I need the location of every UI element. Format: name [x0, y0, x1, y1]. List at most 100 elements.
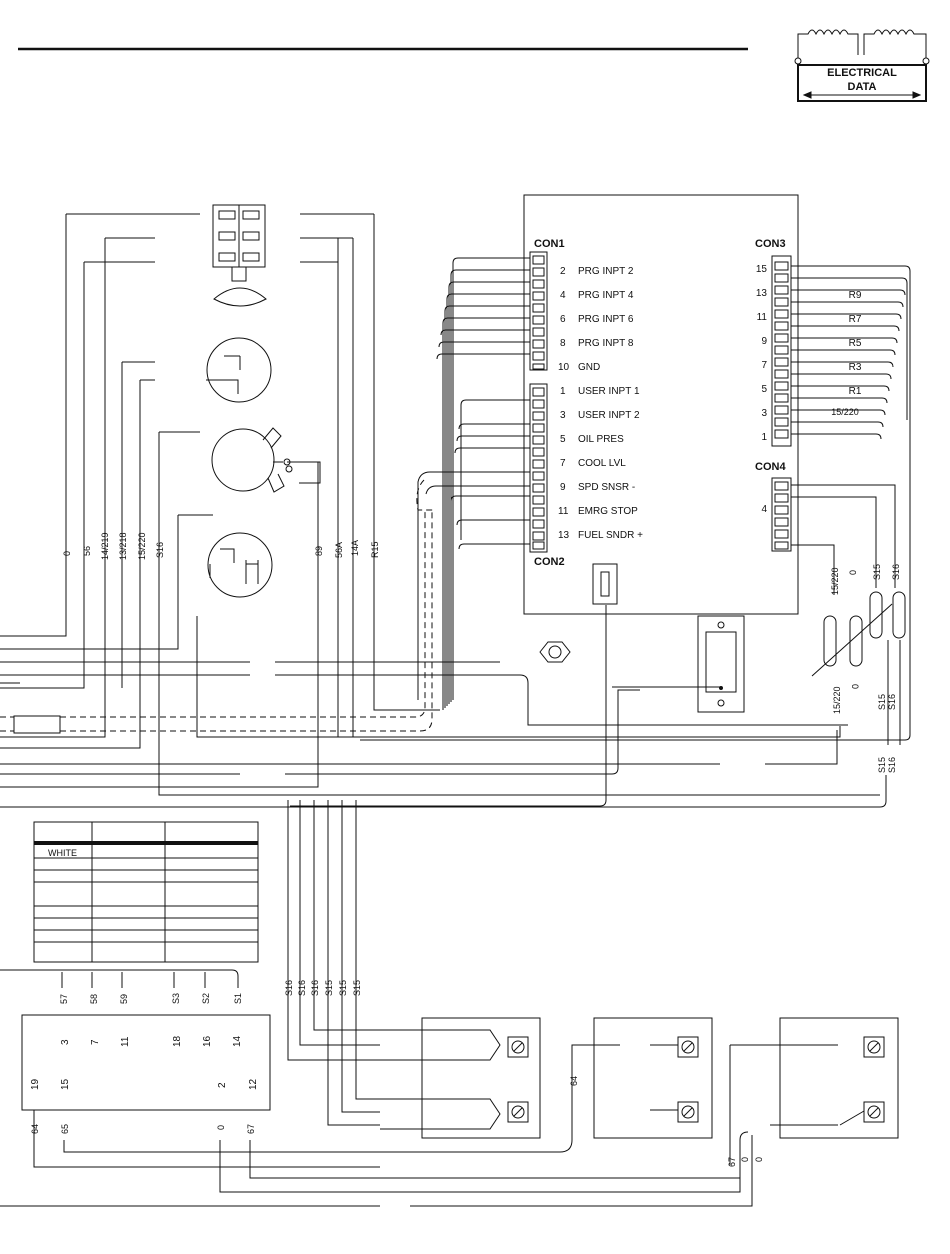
harness-wire-label: 13/218	[118, 532, 128, 560]
con2-pin-num: 9	[560, 482, 566, 493]
con3-wire-label: R1	[849, 386, 862, 397]
switch-block	[212, 204, 267, 307]
con2-pin-label: COOL LVL	[578, 458, 626, 469]
con4-title: CON4	[755, 461, 786, 473]
con2-pin-num: 7	[560, 458, 566, 469]
relay-wire-label: 0	[754, 1157, 764, 1162]
con3-pin-num: 15	[756, 264, 768, 275]
tb-top-wire: 59	[119, 994, 129, 1004]
con3-pin-num: 5	[761, 384, 767, 395]
con3-pin-num: 1	[761, 432, 767, 443]
con3-pin-num: 11	[757, 312, 768, 323]
tb-term-num: 11	[120, 1036, 131, 1047]
con4-connector	[771, 477, 792, 552]
con2-title: CON2	[534, 556, 565, 568]
tb-term-num: 7	[90, 1039, 101, 1045]
con2-connector	[529, 383, 548, 553]
con1-pin-label: PRG INPT 8	[578, 338, 634, 349]
tb-term-num: 2	[217, 1082, 228, 1088]
con2-pin-num: 3	[560, 410, 566, 421]
tb-term-num: 15	[60, 1078, 71, 1090]
harness-wire-label: 14A	[350, 540, 360, 556]
wire-color-table	[33, 821, 259, 963]
con3-wire-label: 15/220	[831, 407, 859, 417]
bundle-wire-label: S15	[338, 980, 348, 996]
tb-top-wire: 57	[59, 994, 69, 1004]
con3-wire-label: R5	[849, 338, 862, 349]
terminal-block-board	[0, 969, 753, 1207]
con1-pin-label: PRG INPT 4	[578, 290, 634, 301]
harness-wire-label: 15/220	[137, 532, 147, 560]
inline-fuse	[13, 715, 61, 734]
harness-vertical-wires	[0, 213, 880, 796]
con1-pin-num: 4	[560, 290, 566, 301]
con2-pin-label: USER INPT 1	[578, 386, 640, 397]
tb-top-wire: 58	[89, 994, 99, 1004]
con3-pin-num: 9	[761, 336, 767, 347]
relay-1	[380, 1017, 541, 1139]
tb-bottom-wire: 67	[246, 1124, 256, 1134]
harness-wire-label: 89	[314, 546, 324, 556]
tb-top-wire: S3	[171, 993, 181, 1004]
tb-term-num: 19	[30, 1078, 41, 1090]
logo-line2: DATA	[848, 81, 877, 93]
tb-term-num: 12	[248, 1078, 259, 1090]
bundle-wire-label: S16	[284, 980, 294, 996]
color-table-cell: WHITE	[48, 848, 77, 858]
con1-pin-num: 6	[560, 314, 566, 325]
con3-sockets	[774, 261, 789, 439]
con2-sockets	[532, 387, 545, 550]
right-wire-label: 15/220	[830, 567, 840, 595]
con4-sockets	[774, 481, 789, 550]
controller-board	[523, 194, 799, 615]
con3-title: CON3	[755, 238, 786, 250]
con3-wire-label: R9	[849, 290, 862, 301]
con2-fan-wires	[417, 399, 530, 700]
con1-pin-label: GND	[578, 362, 600, 373]
harness-wire-label: 56A	[334, 542, 344, 558]
con3-pin-num: 3	[761, 408, 767, 419]
tb-term-num: 14	[232, 1035, 243, 1047]
con3-fan-wires	[360, 265, 911, 741]
con2-pin-label: USER INPT 2	[578, 410, 640, 421]
con3-pin-num: 13	[756, 288, 768, 299]
con1-title: CON1	[534, 238, 565, 250]
oil-pressure-sender	[211, 427, 321, 493]
right-wire-label: S15	[877, 694, 887, 710]
con1-sockets	[532, 255, 545, 370]
ground-stud	[539, 641, 571, 663]
con2-pin-label: FUEL SNDR +	[578, 530, 643, 541]
tb-bottom-wire: 0	[216, 1125, 226, 1130]
con1-pin-num: 10	[558, 362, 570, 373]
con2-pin-num: 1	[560, 386, 566, 397]
con1-pin-label: PRG INPT 6	[578, 314, 634, 325]
harness-wire-label: 14/219	[100, 532, 110, 560]
con2-pin-label: OIL PRES	[578, 434, 624, 445]
bundle-wire-label: S15	[324, 980, 334, 996]
con2-pin-label: SPD SNSR -	[578, 482, 635, 493]
con2-pin-num: 5	[560, 434, 566, 445]
tb-top-wire: S1	[233, 993, 243, 1004]
con2-pin-num: 11	[558, 506, 569, 517]
right-wire-label: S15	[877, 757, 887, 773]
tb-term-num: 18	[172, 1035, 183, 1047]
harness-wire-label: R15	[370, 541, 380, 558]
logo-line1: ELECTRICAL	[827, 67, 897, 79]
right-wire-label: 0	[850, 684, 860, 689]
relay-wire-label: 64	[569, 1076, 579, 1086]
shielded-cable	[0, 479, 434, 732]
tb-top-wire: S2	[201, 993, 211, 1004]
con3-pin-num: 7	[761, 360, 767, 371]
con1-connector	[529, 251, 548, 371]
bundle-wire-label: S16	[310, 980, 320, 996]
con4-wires	[791, 484, 896, 595]
con3-wire-label: R3	[849, 362, 862, 373]
relay-3	[729, 1017, 899, 1165]
tb-term-num: 3	[60, 1039, 71, 1045]
board-fuse-holder	[592, 563, 618, 605]
con3-connector	[771, 255, 792, 447]
con1-pin-label: PRG INPT 2	[578, 266, 634, 277]
right-wire-label: S15	[872, 564, 882, 580]
right-wire-label: S16	[891, 564, 901, 580]
harness-horizontal-wires	[0, 605, 887, 808]
